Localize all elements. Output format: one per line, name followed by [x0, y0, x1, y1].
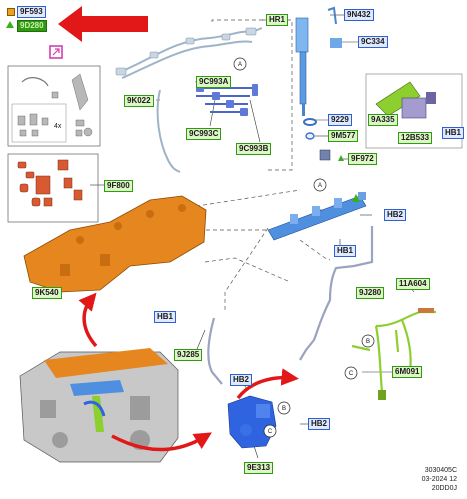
triangle-marker-icon	[352, 194, 360, 202]
parts-kit-subframe	[11, 103, 67, 143]
red-pointer-arrows	[78, 292, 299, 452]
parts-kit-frame	[7, 65, 101, 147]
callout-9229[interactable]: 9229	[328, 114, 352, 126]
callout-hb2-b[interactable]: HB2	[230, 374, 253, 386]
callout-hb1-a[interactable]: HB1	[442, 127, 465, 139]
callout-hb1-b[interactable]: HB1	[334, 245, 357, 257]
big-red-arrow-icon	[58, 6, 148, 42]
fuel-return-lines	[119, 27, 263, 173]
reference-footer: 3030405C 03-2024 12 20DD0J	[422, 466, 457, 493]
callout-9m577[interactable]: 9M577	[328, 130, 359, 142]
callout-9k022[interactable]: 9K022	[124, 95, 154, 107]
callout-9f972[interactable]: 9F972	[348, 153, 377, 165]
marker-b-right: B	[366, 339, 370, 345]
orange-legend-icon	[7, 8, 15, 16]
harness-connector	[378, 390, 386, 400]
triangle-marker-icon-2	[338, 155, 344, 161]
callout-hb2-a[interactable]: HB2	[384, 209, 407, 221]
callout-9j285[interactable]: 9J285	[174, 349, 203, 361]
callout-9e313[interactable]: 9E313	[244, 462, 274, 474]
callout-9a335[interactable]: 9A335	[368, 114, 398, 126]
marker-arrow-icon	[52, 48, 60, 56]
injector-harness-icon	[196, 87, 252, 113]
circle-markers	[233, 57, 375, 438]
injector-seal-icon	[305, 132, 315, 140]
fuel-rail-manifold-icon	[23, 195, 207, 293]
callout-9c334[interactable]: 9C334	[358, 36, 388, 48]
harness-connectors	[196, 84, 258, 116]
fuel-injector-icon	[295, 6, 342, 116]
quantity-text: 4x	[54, 123, 62, 130]
callout-12b533[interactable]: 12B533	[398, 132, 433, 144]
glow-plug-icon	[418, 308, 434, 313]
high-pressure-lines	[207, 226, 374, 385]
callout-9k540[interactable]: 9K540	[32, 287, 62, 299]
footer-line-1: 3030405C	[424, 467, 457, 474]
callout-hb1-c[interactable]: HB1	[154, 311, 177, 323]
marker-a-mid: A	[318, 183, 322, 189]
common-rail-icon	[267, 192, 367, 241]
callout-9c993b[interactable]: 9C993B	[236, 143, 272, 155]
engine-block-icon	[19, 348, 179, 463]
marker-c-right: C	[349, 371, 354, 377]
marker-a-top: A	[238, 62, 242, 68]
green-legend-icon	[6, 21, 14, 28]
hose-clip-icons	[115, 27, 257, 76]
legend-orange-label[interactable]: 9F593	[17, 6, 46, 18]
callout-hb2-c[interactable]: HB2	[308, 418, 331, 430]
callout-9j280[interactable]: 9J280	[356, 287, 385, 299]
callout-hr1[interactable]: HR1	[266, 14, 289, 26]
protective-caps-icon	[17, 159, 83, 207]
fuel-pump-icon	[227, 395, 277, 449]
injector-wiring-harness-icon	[351, 310, 436, 393]
callout-9c993c[interactable]: 9C993C	[186, 128, 222, 140]
fuel-pressure-sensor-icon	[375, 81, 436, 119]
clamp-icon	[319, 149, 331, 161]
footer-line-3: 20DD0J	[431, 485, 457, 492]
marker-c-lower: C	[268, 429, 273, 435]
legend-green-label[interactable]: 9D280	[17, 20, 47, 32]
cap-kit-frame	[7, 153, 99, 223]
callout-6m091[interactable]: 6M091	[392, 366, 423, 378]
callout-9n432[interactable]: 9N432	[344, 9, 374, 21]
callout-11a604[interactable]: 11A604	[396, 278, 430, 290]
dashed-leaders	[108, 19, 331, 312]
parts-kit-icon	[17, 73, 93, 137]
kit-frame	[365, 73, 463, 149]
copper-washer-icon	[303, 118, 317, 126]
callout-9f800[interactable]: 9F800	[104, 180, 133, 192]
callout-9c993a[interactable]: 9C993A	[196, 76, 232, 88]
footer-line-2: 03-2024 12	[421, 476, 457, 483]
marker-b-lower: B	[282, 406, 286, 412]
